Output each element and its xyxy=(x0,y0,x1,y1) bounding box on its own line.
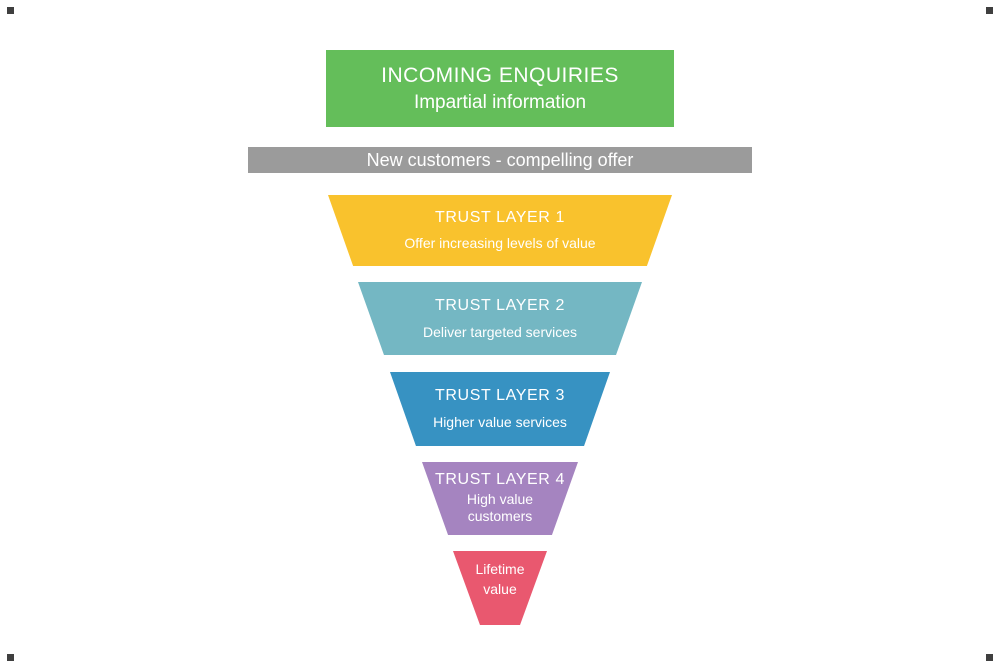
funnel-layer-lifetime-value: Lifetime value xyxy=(453,551,547,625)
corner-mark xyxy=(986,654,993,661)
funnel-layer-trust-3: TRUST LAYER 3 Higher value services xyxy=(390,372,610,446)
new-customers-bar: New customers - compelling offer xyxy=(248,147,752,173)
corner-mark xyxy=(7,7,14,14)
layer-subtitle: Offer increasing levels of value xyxy=(404,235,596,251)
layer-title: TRUST LAYER 4 xyxy=(435,471,565,488)
corner-mark xyxy=(7,654,14,661)
corner-mark xyxy=(986,7,993,14)
layer-subtitle: High value customers xyxy=(466,491,534,524)
layer-title: TRUST LAYER 1 xyxy=(435,209,565,226)
layer-subtitle: Lifetime value xyxy=(475,561,525,597)
header-subtitle: Impartial information xyxy=(413,91,587,113)
offer-bar-label: New customers - compelling offer xyxy=(366,149,634,170)
header-title: INCOMING ENQUIRIES xyxy=(381,63,619,87)
incoming-enquiries-box: INCOMING ENQUIRIES Impartial information xyxy=(326,50,674,127)
funnel-layer-trust-1: TRUST LAYER 1 Offer increasing levels of… xyxy=(328,195,672,266)
funnel-layer-trust-2: TRUST LAYER 2 Deliver targeted services xyxy=(358,282,642,355)
funnel-layer-trust-4: TRUST LAYER 4 High value customers xyxy=(422,462,578,535)
layer-title: TRUST LAYER 3 xyxy=(435,387,565,404)
layer-title: TRUST LAYER 2 xyxy=(435,296,565,314)
layer-subtitle: Higher value services xyxy=(433,414,567,430)
layer-subtitle: Deliver targeted services xyxy=(422,323,578,340)
